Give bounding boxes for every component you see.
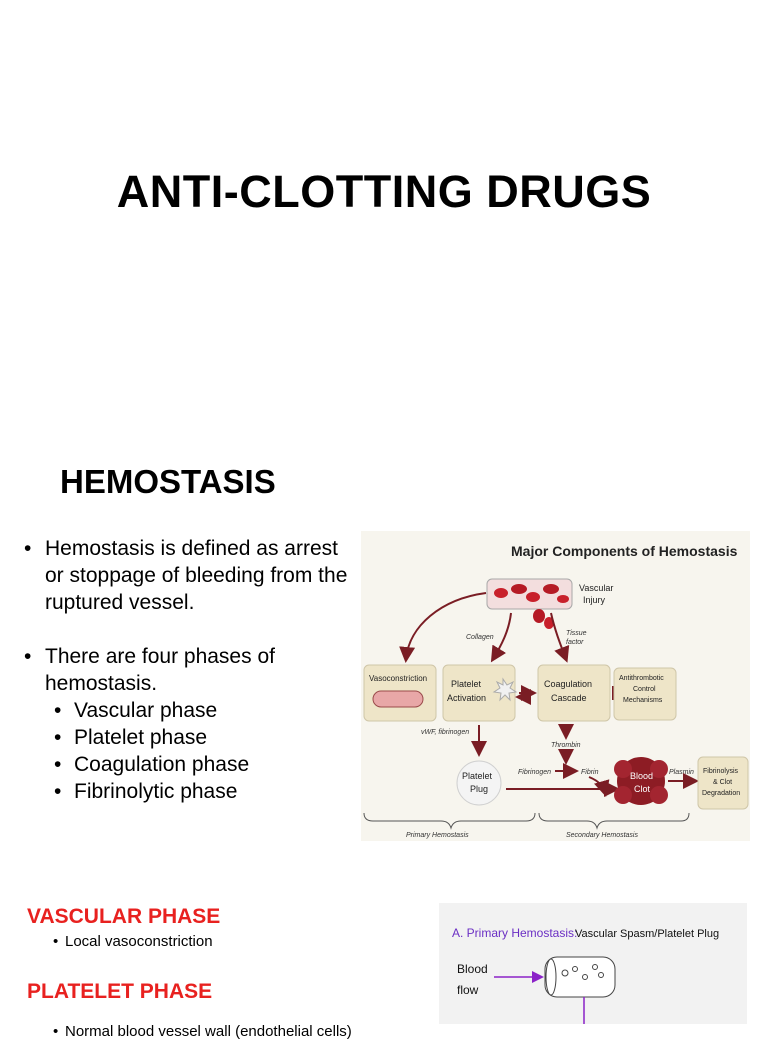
hemostasis-diagram-svg: Major Components of Hemostasis Vascular … xyxy=(363,543,749,839)
coagulation-cascade-line1: Coagulation xyxy=(544,679,592,689)
vwf-label: vWF, fibrinogen xyxy=(421,729,469,736)
vascular-injury-line2: Injury xyxy=(583,595,606,605)
diagram-title: Major Components of Hemostasis xyxy=(511,543,738,559)
vessel-icon xyxy=(372,690,424,708)
tissue-factor-line2: factor xyxy=(566,639,584,646)
section-heading: HEMOSTASIS xyxy=(60,463,276,500)
blood-flow-line2: flow xyxy=(457,983,479,997)
fibrinolysis-line3: Degradation xyxy=(702,790,740,797)
hemostasis-bullets: Hemostasis is defined as arrest or stopp… xyxy=(22,535,352,805)
blood-clot-icon xyxy=(614,757,668,805)
vascular-injury-icon xyxy=(486,578,573,629)
secondary-brace xyxy=(538,812,690,830)
vessel-tube-icon xyxy=(544,956,616,998)
fibrinolysis-box xyxy=(697,756,749,810)
collagen-label: Collagen xyxy=(466,634,494,641)
sub-bullet-fibrinolytic: Fibrinolytic phase xyxy=(22,778,352,805)
primary-brace xyxy=(363,812,536,830)
platelet-plug-icon xyxy=(456,760,502,806)
fibrinolysis-line2: & Clot xyxy=(713,779,732,786)
fibrin-label: Fibrin xyxy=(581,769,599,776)
platelet-plug-line1: Platelet xyxy=(462,771,493,781)
platelet-star-icon xyxy=(492,677,518,702)
diagram2-title-b: Vascular Spasm/Platelet Plug xyxy=(575,928,719,940)
tissue-factor-line1: Tissue xyxy=(566,630,587,637)
primary-hemostasis-diagram: A. Primary Hemostasis: Vascular Spasm/Pl… xyxy=(439,903,747,1024)
platelet-activation-line2: Activation xyxy=(447,693,486,703)
platelet-phase-bullet: Normal blood vessel wall (endothelial ce… xyxy=(27,1023,768,1040)
antithrombotic-line2: Control xyxy=(633,686,656,693)
diagram2-title-a: A. Primary Hemostasis: xyxy=(452,926,577,940)
fibrinogen-label: Fibrinogen xyxy=(518,769,551,776)
sub-bullet-coagulation: Coagulation phase xyxy=(22,751,352,778)
fibrinolysis-line1: Fibrinolysis xyxy=(703,768,739,775)
blood-clot-line1: Blood xyxy=(630,771,653,781)
vascular-phase-heading: VASCULAR PHASE xyxy=(27,905,221,928)
primary-hemostasis-svg: A. Primary Hemostasis: Vascular Spasm/Pl… xyxy=(452,926,719,1024)
antithrombotic-box xyxy=(613,667,677,721)
coagulation-cascade-line2: Cascade xyxy=(551,693,587,703)
bullet-definition: Hemostasis is defined as arrest or stopp… xyxy=(22,535,352,616)
vascular-injury-line1: Vascular xyxy=(579,583,613,593)
bullet-phases: There are four phases of hemostasis. xyxy=(22,643,352,697)
antithrombotic-line3: Mechanisms xyxy=(623,697,663,704)
sub-bullet-vascular: Vascular phase xyxy=(22,697,352,724)
blood-clot-line2: Clot xyxy=(634,784,651,794)
platelet-phase-heading: PLATELET PHASE xyxy=(27,980,213,1003)
hemostasis-diagram: Major Components of Hemostasis Vascular … xyxy=(361,531,750,841)
antithrombotic-line1: Antithrombotic xyxy=(619,675,664,682)
blood-flow-line1: Blood xyxy=(457,962,488,976)
vasoconstriction-label: Vasoconstriction xyxy=(369,674,427,683)
platelet-plug-line2: Plug xyxy=(470,784,488,794)
secondary-label: Secondary Hemostasis xyxy=(566,832,638,839)
plasmin-label: Plasmin xyxy=(669,769,694,776)
thrombin-label: Thrombin xyxy=(551,742,581,749)
primary-label: Primary Hemostasis xyxy=(406,832,469,839)
sub-bullet-platelet: Platelet phase xyxy=(22,724,352,751)
vascular-phase-bullet: Local vasoconstriction xyxy=(27,933,768,950)
slide-title: ANTI-CLOTTING DRUGS xyxy=(116,166,652,217)
platelet-activation-line1: Platelet xyxy=(451,679,482,689)
coagulation-cascade-box xyxy=(537,664,611,722)
